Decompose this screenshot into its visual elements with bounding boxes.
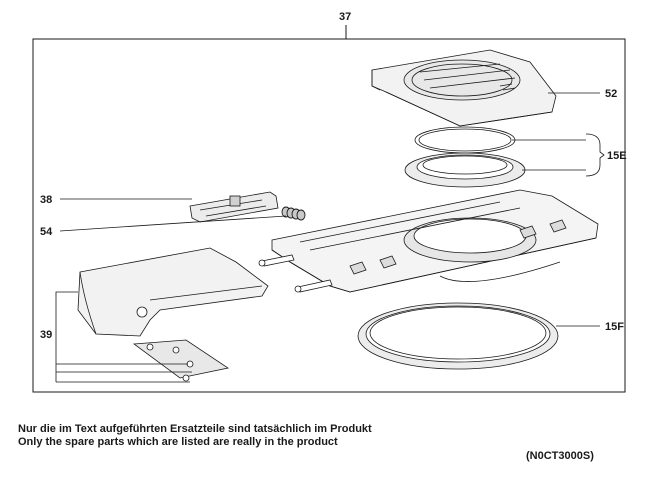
spring-leader <box>59 215 287 232</box>
top-cover-part <box>371 49 557 127</box>
base-plate-part <box>258 189 599 293</box>
large-ring-part <box>357 302 559 370</box>
clip-part <box>189 191 279 223</box>
left-group-bracket <box>55 291 192 383</box>
ring-group-bracket <box>585 133 605 177</box>
callout-52: 52 <box>605 88 617 100</box>
callout-38: 38 <box>40 194 52 206</box>
shroud-part <box>77 247 269 337</box>
callout-39: 39 <box>40 329 52 341</box>
spring-part <box>281 206 306 221</box>
ring-pair-part <box>404 126 526 188</box>
english-notice: Only the spare parts which are listed ar… <box>18 436 338 448</box>
german-notice: Nur die im Text aufgeführten Ersatzteile… <box>18 423 372 435</box>
callout-15f: 15F <box>605 321 624 333</box>
callout-15e: 15E <box>607 150 627 162</box>
callout-54: 54 <box>40 226 53 238</box>
diagram-frame <box>32 38 626 393</box>
bracket-part <box>132 339 230 382</box>
drawing-code: (N0CT3000S) <box>526 450 594 462</box>
callout-37: 37 <box>339 11 351 23</box>
